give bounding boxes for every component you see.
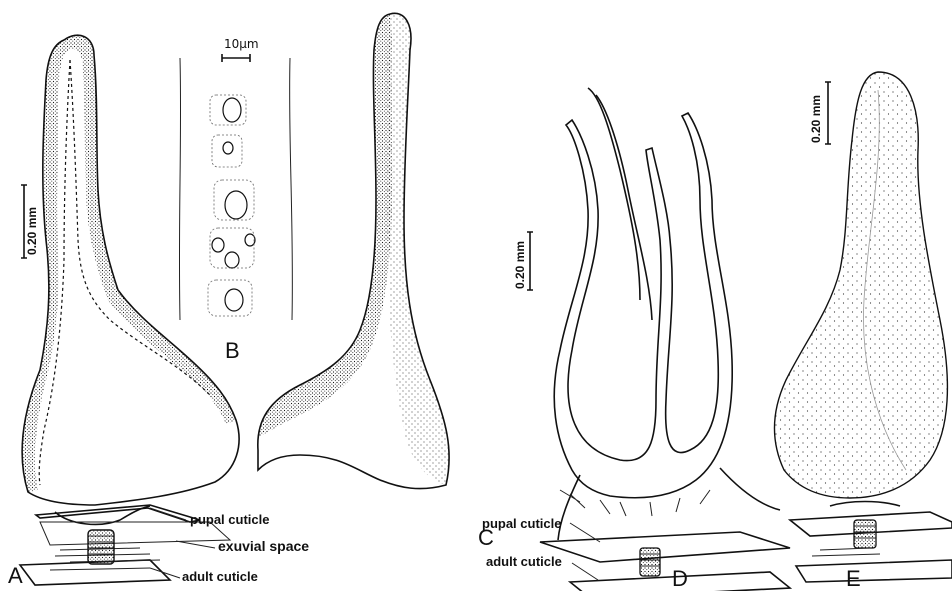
panel-c-organ — [258, 13, 449, 488]
scale-bar-e-label: 0.20 mm — [809, 95, 823, 143]
scale-bar-b-label: 10μm — [224, 37, 259, 51]
label-d-adult-cuticle: adult cuticle — [486, 554, 562, 569]
label-a-pupal-cuticle: pupal cuticle — [190, 512, 269, 527]
panel-a-organ — [22, 35, 239, 505]
scale-bar-b: 10μm — [222, 37, 259, 62]
panel-e-label: E — [846, 566, 861, 591]
panel-a-label: A — [8, 563, 23, 588]
label-a-adult-cuticle: adult cuticle — [182, 569, 258, 584]
label-a-exuvial-space: exuvial space — [218, 538, 309, 554]
panel-b-label: B — [225, 338, 240, 363]
panel-e-organ — [774, 72, 952, 582]
panel-d-organ — [540, 88, 790, 591]
panel-b-micrograph — [179, 58, 292, 320]
label-d-pupal-cuticle: pupal cuticle — [482, 516, 561, 531]
scale-bar-d: 0.20 mm — [513, 232, 533, 290]
scale-bar-d-label: 0.20 mm — [513, 241, 527, 289]
scale-bar-e: 0.20 mm — [809, 82, 831, 144]
panel-d-label: D — [672, 566, 688, 591]
scale-bar-a-label: 0.20 mm — [25, 207, 39, 255]
scale-bar-a: 0.20 mm — [21, 185, 39, 258]
